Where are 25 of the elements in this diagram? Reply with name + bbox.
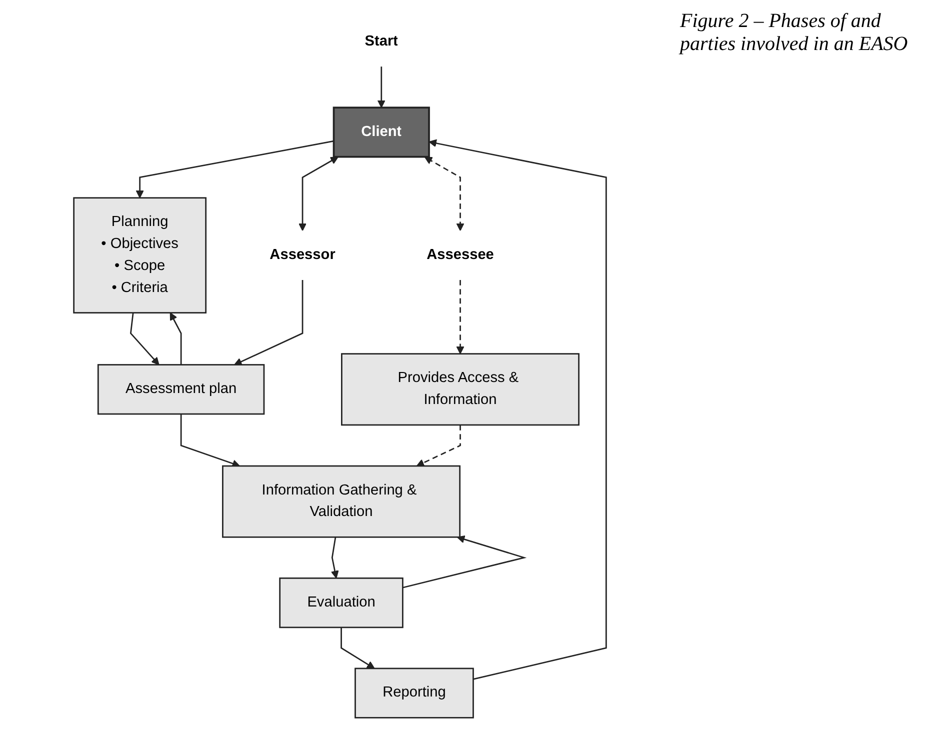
node-box: Planning • Objectives • Scope • Criteria [73, 197, 207, 314]
arrow [424, 156, 464, 232]
arrow [130, 312, 160, 366]
node-box: Evaluation [279, 577, 404, 628]
arrow [428, 139, 607, 680]
arrow [340, 627, 375, 669]
arrow [234, 280, 304, 366]
node-text: Assessee [426, 247, 494, 263]
arrow [136, 140, 334, 198]
node-box: Reporting [354, 668, 474, 718]
arrow [180, 414, 240, 468]
arrow [456, 280, 464, 354]
node-box: Information Gathering & Validation [222, 465, 461, 538]
arrow [377, 66, 386, 108]
arrow [330, 537, 339, 579]
arrow [402, 535, 527, 588]
arrow [416, 424, 461, 467]
node-text: Start [364, 34, 398, 50]
arrow [298, 156, 338, 232]
node-box: Assessment plan [97, 364, 265, 415]
figure-caption: Figure 2 – Phases of and parties involved in an EASO [680, 10, 909, 56]
node-box: Client [332, 106, 430, 158]
node-text: Assessor [270, 247, 336, 263]
arrow [170, 312, 182, 365]
node-box: Provides Access & Information [341, 353, 580, 426]
